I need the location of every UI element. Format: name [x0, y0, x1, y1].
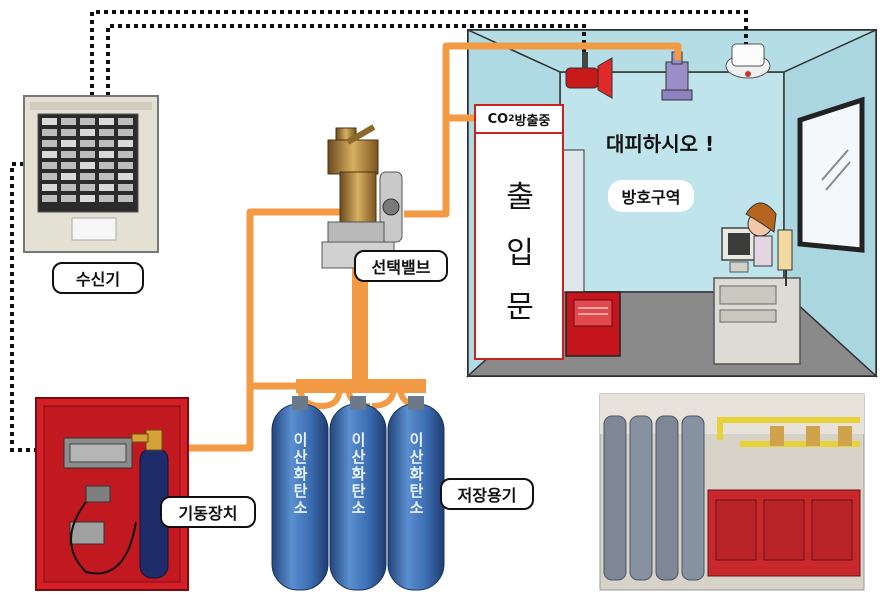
protected-zone-label: 방호구역	[608, 180, 694, 212]
indicator-lamp	[99, 173, 114, 180]
indicator-lamp	[118, 129, 133, 136]
indicator-lamp	[99, 195, 114, 202]
indicator-lamp	[42, 151, 57, 158]
indicator-lamp	[80, 118, 95, 125]
door-char-3: 문	[506, 290, 534, 325]
indicator-lamp	[61, 151, 76, 158]
discharge-sign-suffix: 방출중	[514, 113, 551, 129]
indicator-lamp	[80, 173, 95, 180]
indicator-lamp	[118, 140, 133, 147]
selector-valve	[321, 124, 403, 269]
cylinder-3-text: 이산화탄소	[407, 432, 425, 517]
indicator-lamp	[99, 162, 114, 169]
cylinder-1-text: 이산화탄소	[291, 432, 309, 517]
door-char-2: 입	[506, 236, 534, 271]
indicator-lamp	[80, 129, 95, 136]
discharge-sign-sub: 2	[508, 114, 515, 124]
storage-cylinders	[271, 396, 445, 591]
indicator-lamp	[99, 184, 114, 191]
indicator-lamp	[61, 140, 76, 147]
indicator-lamp	[118, 151, 133, 158]
indicator-lamp	[42, 140, 57, 147]
actuator-label: 기동장치	[160, 496, 256, 528]
cylinder-2-text: 이산화탄소	[349, 432, 367, 517]
cylinder-2	[329, 396, 387, 591]
indicator-lamp	[80, 195, 95, 202]
indicator-lamp	[42, 184, 57, 191]
indicator-lamp	[61, 173, 76, 180]
indicator-lamp	[118, 118, 133, 125]
siren-icon	[565, 52, 613, 99]
indicator-lamp	[42, 173, 57, 180]
indicator-lamp	[99, 140, 114, 147]
manual-release-box	[565, 291, 621, 357]
indicator-lamp	[61, 129, 76, 136]
indicator-lamp	[42, 162, 57, 169]
indicator-lamp	[42, 118, 57, 125]
desk-with-operator	[713, 202, 801, 365]
entrance-door: 출 입 문	[474, 134, 564, 360]
indicator-lamp	[80, 140, 95, 147]
indicator-lamp	[118, 195, 133, 202]
selector-valve-label: 선택밸브	[354, 250, 448, 282]
co2-piping	[150, 42, 682, 452]
receiver-panel	[23, 95, 159, 253]
indicator-lamp	[99, 129, 114, 136]
receiver-label: 수신기	[52, 262, 144, 294]
indicator-lamp	[99, 118, 114, 125]
protected-zone-text: 방호구역	[621, 188, 681, 207]
indicator-lamp	[42, 195, 57, 202]
indicator-lamp	[61, 118, 76, 125]
indicator-lamp	[80, 162, 95, 169]
installation-photo	[599, 393, 865, 591]
smoke-detector-icon	[725, 43, 771, 79]
indicator-lamp	[99, 151, 114, 158]
indicator-lamp	[42, 129, 57, 136]
indicator-lamp	[118, 162, 133, 169]
indicator-lamp	[61, 162, 76, 169]
indicator-lamp	[118, 173, 133, 180]
window	[797, 96, 865, 253]
evacuate-message: 대피하시오 !	[606, 132, 715, 156]
discharge-sign-prefix: CO	[487, 111, 509, 127]
door-char-1: 출	[506, 180, 534, 215]
cylinder-1	[271, 396, 329, 591]
indicator-lamp	[61, 184, 76, 191]
indicator-lamp	[80, 184, 95, 191]
storage-container-label: 저장용기	[440, 478, 534, 510]
actuator-cabinet	[35, 397, 189, 591]
indicator-lamp	[118, 184, 133, 191]
indicator-lamp	[80, 151, 95, 158]
indicator-lamp	[61, 195, 76, 202]
